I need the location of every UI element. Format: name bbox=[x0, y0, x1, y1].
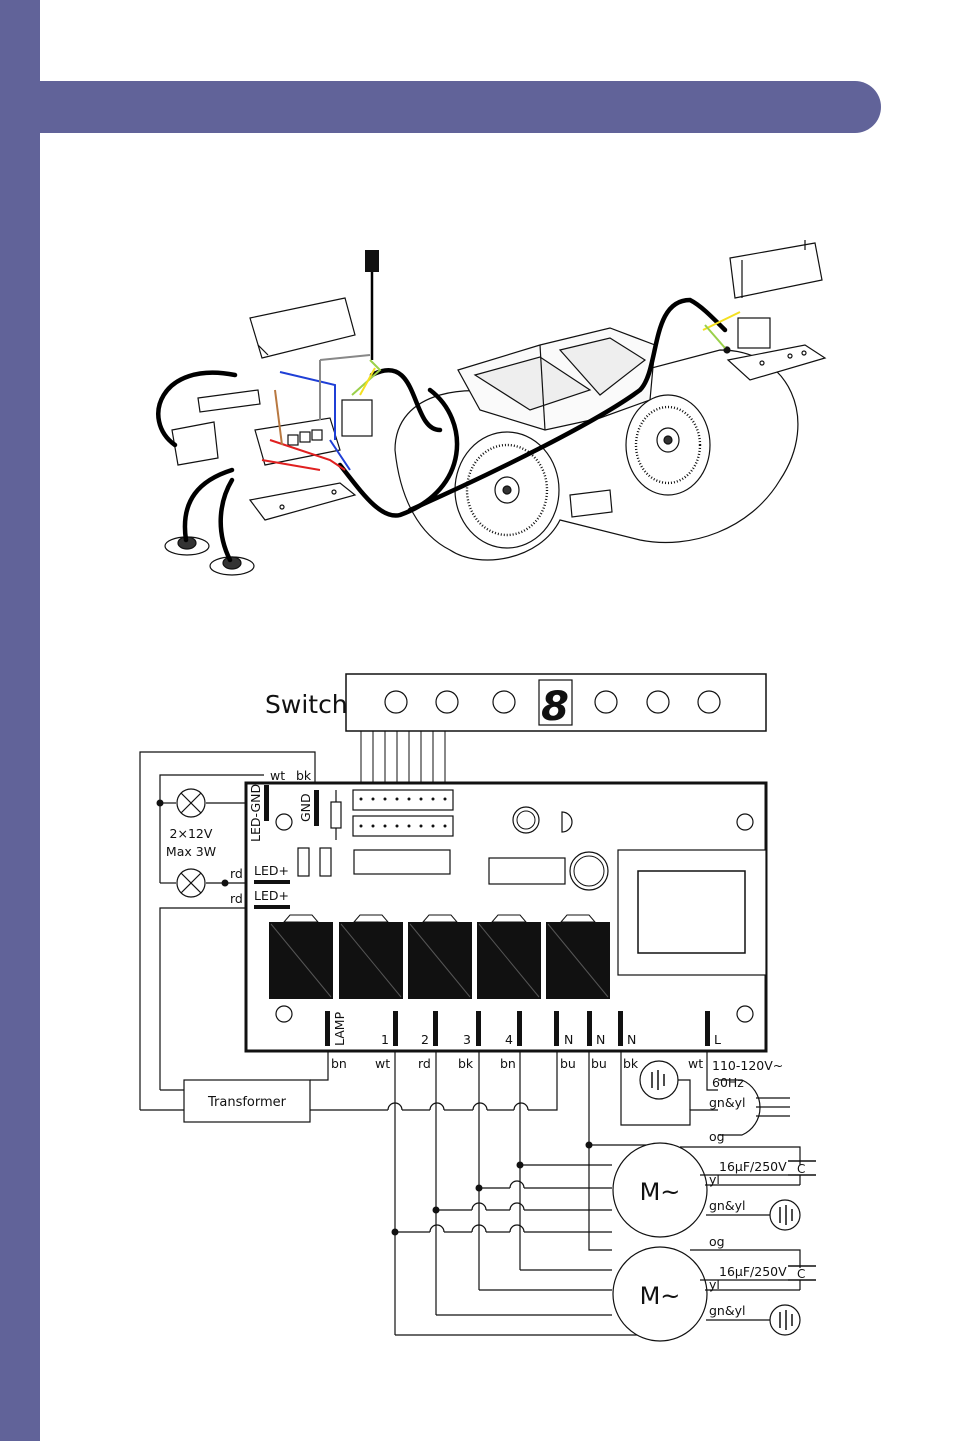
wire-label-wt-2: wt bbox=[688, 1056, 703, 1071]
ic-chip-2 bbox=[489, 858, 565, 884]
led-plus-terminal-1 bbox=[254, 880, 290, 884]
motor-2-yl: yl bbox=[709, 1277, 720, 1292]
wire-label-rd-1: rd bbox=[230, 866, 243, 881]
motor-2-cap-symbol: C bbox=[797, 1267, 805, 1281]
wire-label-wt: wt bbox=[375, 1056, 390, 1071]
led-gnd-terminal bbox=[264, 785, 269, 821]
wire-label-bn-2: bn bbox=[500, 1056, 516, 1071]
lamp-2 bbox=[177, 869, 205, 897]
wire-label-rd: rd bbox=[418, 1056, 431, 1071]
led-plus-label-1: LED+ bbox=[254, 863, 289, 878]
terminal-label-3: 3 bbox=[463, 1032, 471, 1047]
junction-dot bbox=[433, 1207, 440, 1214]
wire-label-bk-top: bk bbox=[296, 768, 312, 783]
terminal-label-l: L bbox=[714, 1032, 721, 1047]
led-plus-label-2: LED+ bbox=[254, 888, 289, 903]
ic-chip-1 bbox=[354, 850, 450, 874]
lamp-1 bbox=[177, 789, 205, 817]
motor-1-capacitor: 16μF/250V bbox=[719, 1159, 787, 1174]
wire-label-bn-1: bn bbox=[331, 1056, 347, 1071]
supply-frequency: 60Hz bbox=[712, 1075, 744, 1090]
wire-label-bu-2: bu bbox=[591, 1056, 607, 1071]
ribbon-connector-1 bbox=[353, 790, 453, 810]
junction-dot bbox=[157, 800, 164, 807]
wire-label-bk-2: bk bbox=[623, 1056, 639, 1071]
terminal-label-lamp: LAMP bbox=[332, 1011, 347, 1046]
mount-hole bbox=[737, 814, 753, 830]
mount-hole bbox=[276, 1006, 292, 1022]
supply-plug: 110-120V~ 60Hz gn&yl bbox=[640, 1058, 790, 1135]
junction-dot bbox=[517, 1162, 524, 1169]
gnd-terminal bbox=[314, 790, 319, 826]
led-gnd-label: LED-GND bbox=[248, 784, 263, 842]
switch-label: Switch bbox=[265, 690, 348, 719]
motor-1-ground-symbol bbox=[770, 1200, 800, 1230]
relays bbox=[269, 915, 610, 999]
motor-2-og: og bbox=[709, 1234, 725, 1249]
blower-wheel-left bbox=[455, 432, 559, 548]
supply-ground-label: gn&yl bbox=[709, 1095, 745, 1110]
motor-2-capacitor: 16μF/250V bbox=[719, 1264, 787, 1279]
supply-ground-symbol bbox=[640, 1061, 678, 1099]
motor-1-ground-label: gn&yl bbox=[709, 1198, 745, 1213]
switch-button-3[interactable] bbox=[493, 691, 515, 713]
motor-2-ground-label: gn&yl bbox=[709, 1303, 745, 1318]
terminal-label-n-2: N bbox=[596, 1032, 605, 1047]
right-electric-box bbox=[724, 240, 825, 380]
terminal-label-1: 1 bbox=[381, 1032, 389, 1047]
motor-1-og: og bbox=[709, 1129, 725, 1144]
switch-button-2[interactable] bbox=[436, 691, 458, 713]
motor-2-ground-symbol bbox=[770, 1305, 800, 1335]
component-block bbox=[320, 848, 331, 876]
junction-dot bbox=[586, 1142, 593, 1149]
lamp-rating-line1: 2×12V bbox=[170, 826, 213, 841]
motor-2-symbol: M~ bbox=[640, 1282, 681, 1310]
junction-dot bbox=[476, 1185, 483, 1192]
switch-button-4[interactable] bbox=[595, 691, 617, 713]
wire-label-wt-top: wt bbox=[270, 768, 285, 783]
wire-label-rd-2: rd bbox=[230, 891, 243, 906]
gnd-label: GND bbox=[298, 793, 313, 822]
motor-1-cap-symbol: C bbox=[797, 1162, 805, 1176]
junction-dot bbox=[222, 880, 229, 887]
supply-voltage: 110-120V~ bbox=[712, 1058, 783, 1073]
ribbon-connector-2 bbox=[353, 816, 453, 836]
blower-wheel-right bbox=[626, 395, 710, 495]
lamp-rating-line2: Max 3W bbox=[166, 844, 216, 859]
motor-1-yl: yl bbox=[709, 1172, 720, 1187]
motor-1-symbol: M~ bbox=[640, 1178, 681, 1206]
led-plus-terminal-2 bbox=[254, 905, 290, 909]
terminal-label-2: 2 bbox=[421, 1032, 429, 1047]
motor-2: M~ og 16μF/250V C yl gn&yl bbox=[613, 1234, 816, 1341]
control-board: LED-GND GND LED+ LED+ bbox=[246, 783, 766, 1051]
display-digit: 8 bbox=[541, 684, 569, 730]
terminal-label-n-3: N bbox=[627, 1032, 636, 1047]
exploded-assembly-illustration bbox=[158, 240, 825, 575]
terminal-label-4: 4 bbox=[505, 1032, 513, 1047]
component-block bbox=[298, 848, 309, 876]
power-cord bbox=[365, 250, 379, 360]
switch-panel: Switch 8 bbox=[265, 674, 766, 731]
switch-button-5[interactable] bbox=[647, 691, 669, 713]
switch-button-6[interactable] bbox=[698, 691, 720, 713]
switch-button-1[interactable] bbox=[385, 691, 407, 713]
mount-hole bbox=[737, 1006, 753, 1022]
junction-dot bbox=[392, 1229, 399, 1236]
mount-hole bbox=[276, 814, 292, 830]
transformer-label: Transformer bbox=[207, 1095, 287, 1110]
wire-label-bu-1: bu bbox=[560, 1056, 576, 1071]
terminal-label-n-1: N bbox=[564, 1032, 573, 1047]
lamp-assemblies bbox=[165, 537, 254, 575]
wire-label-bk: bk bbox=[458, 1056, 474, 1071]
board-transformer-core bbox=[638, 871, 745, 953]
